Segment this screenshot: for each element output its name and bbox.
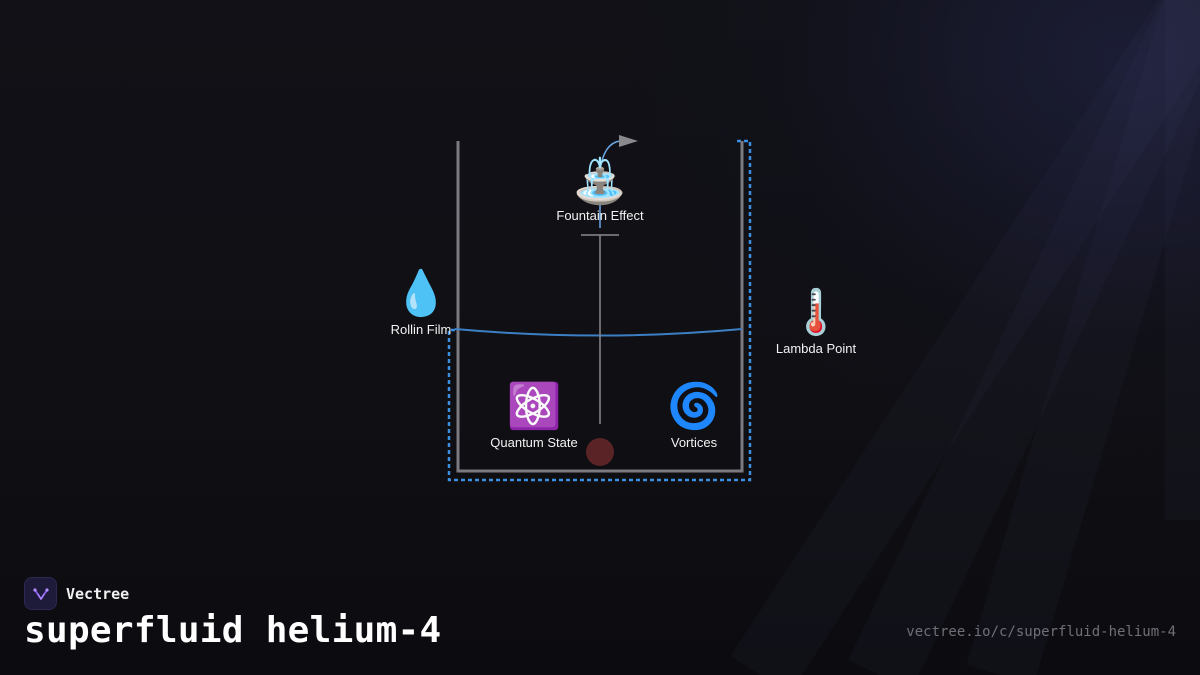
thermometer-icon: 🌡️ <box>788 287 844 338</box>
page-url[interactable]: vectree.io/c/superfluid-helium-4 <box>906 624 1176 640</box>
film-dashed-outline <box>447 139 752 482</box>
heater-dot <box>586 438 614 466</box>
fountain-icon: ⛲ <box>572 156 628 207</box>
node-label: Fountain Effect <box>556 208 644 223</box>
vectree-logo-icon <box>24 577 57 610</box>
cyclone-icon: 🌀 <box>666 381 722 432</box>
jet-arrowhead <box>619 135 638 147</box>
node-label: Lambda Point <box>775 341 857 356</box>
node-rollin-film[interactable]: 💧 Rollin Film <box>390 268 452 338</box>
brand-name: Vectree <box>66 584 130 603</box>
node-label: Quantum State <box>490 435 578 450</box>
node-quantum-state[interactable]: ⚛️ Quantum State <box>490 381 578 451</box>
node-fountain-effect[interactable]: ⛲ Fountain Effect <box>556 156 644 224</box>
node-label: Rollin Film <box>390 322 452 337</box>
droplet-icon: 💧 <box>393 268 449 319</box>
page-title: superfluid helium-4 <box>24 610 442 651</box>
liquid-surface <box>454 328 743 337</box>
atom-icon: ⚛️ <box>506 381 562 432</box>
node-vortices[interactable]: 🌀 Vortices <box>666 381 722 451</box>
beaker-outline <box>456 141 744 473</box>
node-label: Vortices <box>670 435 718 450</box>
node-lambda-point[interactable]: 🌡️ Lambda Point <box>775 287 857 357</box>
fountain-jet-arrow <box>599 140 621 228</box>
brand[interactable]: Vectree <box>24 577 129 610</box>
